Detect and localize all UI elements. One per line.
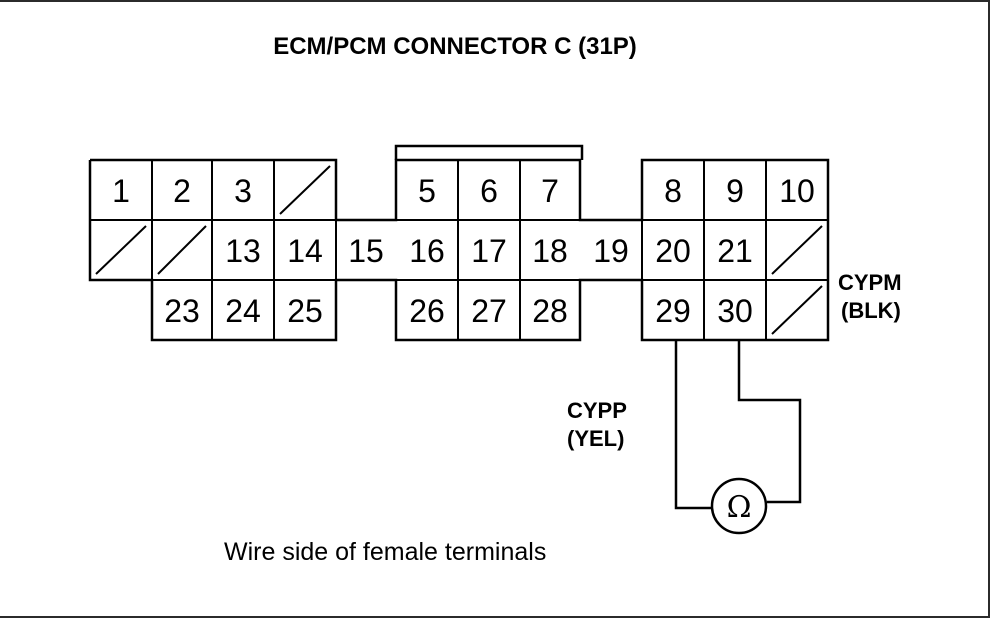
pin-9: 9 (726, 173, 744, 209)
pin-15: 15 (348, 233, 384, 269)
pin-1: 1 (112, 173, 130, 209)
pin-14: 14 (287, 233, 323, 269)
pin-26: 26 (409, 293, 445, 329)
pin-18: 18 (532, 233, 568, 269)
pin-2: 2 (173, 173, 191, 209)
pin-13: 13 (225, 233, 261, 269)
blocked-cell-marks (95, 165, 823, 335)
cell-dividers (90, 160, 828, 340)
pin-28: 28 (532, 293, 568, 329)
pin-25: 25 (287, 293, 323, 329)
cypp-color: (YEL) (567, 426, 624, 451)
pin-7: 7 (541, 173, 559, 209)
pin-30: 30 (717, 293, 753, 329)
pin-24: 24 (225, 293, 261, 329)
diagram-caption: Wire side of female terminals (224, 538, 546, 566)
pin-10: 10 (779, 173, 815, 209)
pin-17: 17 (471, 233, 507, 269)
ohmmeter-wiring (674, 340, 802, 535)
cypp-label: CYPP (567, 398, 627, 423)
diagram-title: ECM/PCM CONNECTOR C (31P) (273, 33, 637, 60)
pin-16: 16 (409, 233, 445, 269)
pin-6: 6 (480, 173, 498, 209)
pin-23: 23 (164, 293, 200, 329)
pin-21: 21 (717, 233, 753, 269)
pin-27: 27 (471, 293, 507, 329)
pin-8: 8 (664, 173, 682, 209)
pin-3: 3 (234, 173, 252, 209)
cypm-label: CYPM (838, 270, 902, 295)
pin-20: 20 (655, 233, 691, 269)
pin-19: 19 (593, 233, 629, 269)
cypm-color: (BLK) (841, 298, 901, 323)
ohmmeter-icon: Ω (727, 490, 752, 525)
pin-numbers: 1 2 3 5 6 7 8 9 10 13 14 15 16 17 18 19 … (112, 173, 815, 329)
pin-29: 29 (655, 293, 691, 329)
pin-5: 5 (418, 173, 436, 209)
